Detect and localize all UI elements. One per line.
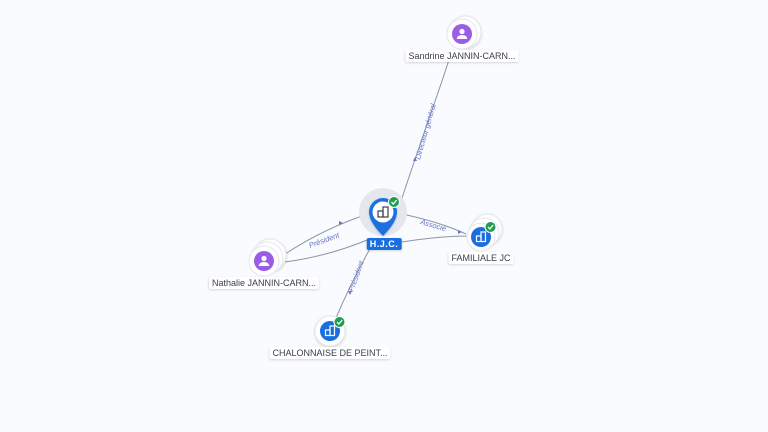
edge-directeur-general xyxy=(401,49,453,199)
node-sandrine[interactable] xyxy=(446,15,482,50)
node-label-center-hjc[interactable]: H.J.C. xyxy=(366,238,402,250)
edge-arrow xyxy=(458,230,462,234)
edge-label-president-left: Président xyxy=(308,230,342,250)
verified-check-icon xyxy=(484,221,497,233)
building-icon xyxy=(324,325,336,337)
node-nathalie[interactable] xyxy=(248,238,287,277)
node-label-familiale-jc[interactable]: FAMILIALE JC xyxy=(448,252,514,264)
edge-label-president-down: Président xyxy=(346,259,366,293)
verified-check-icon xyxy=(333,316,346,328)
node-chalonnaise[interactable] xyxy=(314,315,346,347)
node-familiale-jc[interactable] xyxy=(466,213,503,252)
edge-arrow xyxy=(348,291,352,295)
building-icon xyxy=(377,206,389,218)
edge-nathalie-to-center xyxy=(284,237,373,263)
edge-arrow xyxy=(413,157,417,161)
edge-label-associe: Associé xyxy=(418,217,447,233)
edge-president-left xyxy=(284,213,369,255)
person-icon xyxy=(258,255,270,266)
node-label-sandrine[interactable]: Sandrine JANNIN-CARN... xyxy=(405,50,519,62)
verified-check-icon xyxy=(388,196,400,208)
node-label-chalonnaise[interactable]: CHALONNAISE DE PEINT... xyxy=(269,347,391,359)
edge-center-to-familiale xyxy=(401,235,469,243)
node-label-nathalie[interactable]: Nathalie JANNIN-CARN... xyxy=(208,277,320,289)
edge-arrow xyxy=(339,221,343,225)
edge-label-directeur-general: Directeur général xyxy=(413,102,438,160)
person-icon xyxy=(456,28,468,39)
node-center-hjc[interactable] xyxy=(359,188,407,236)
building-icon xyxy=(475,231,487,243)
